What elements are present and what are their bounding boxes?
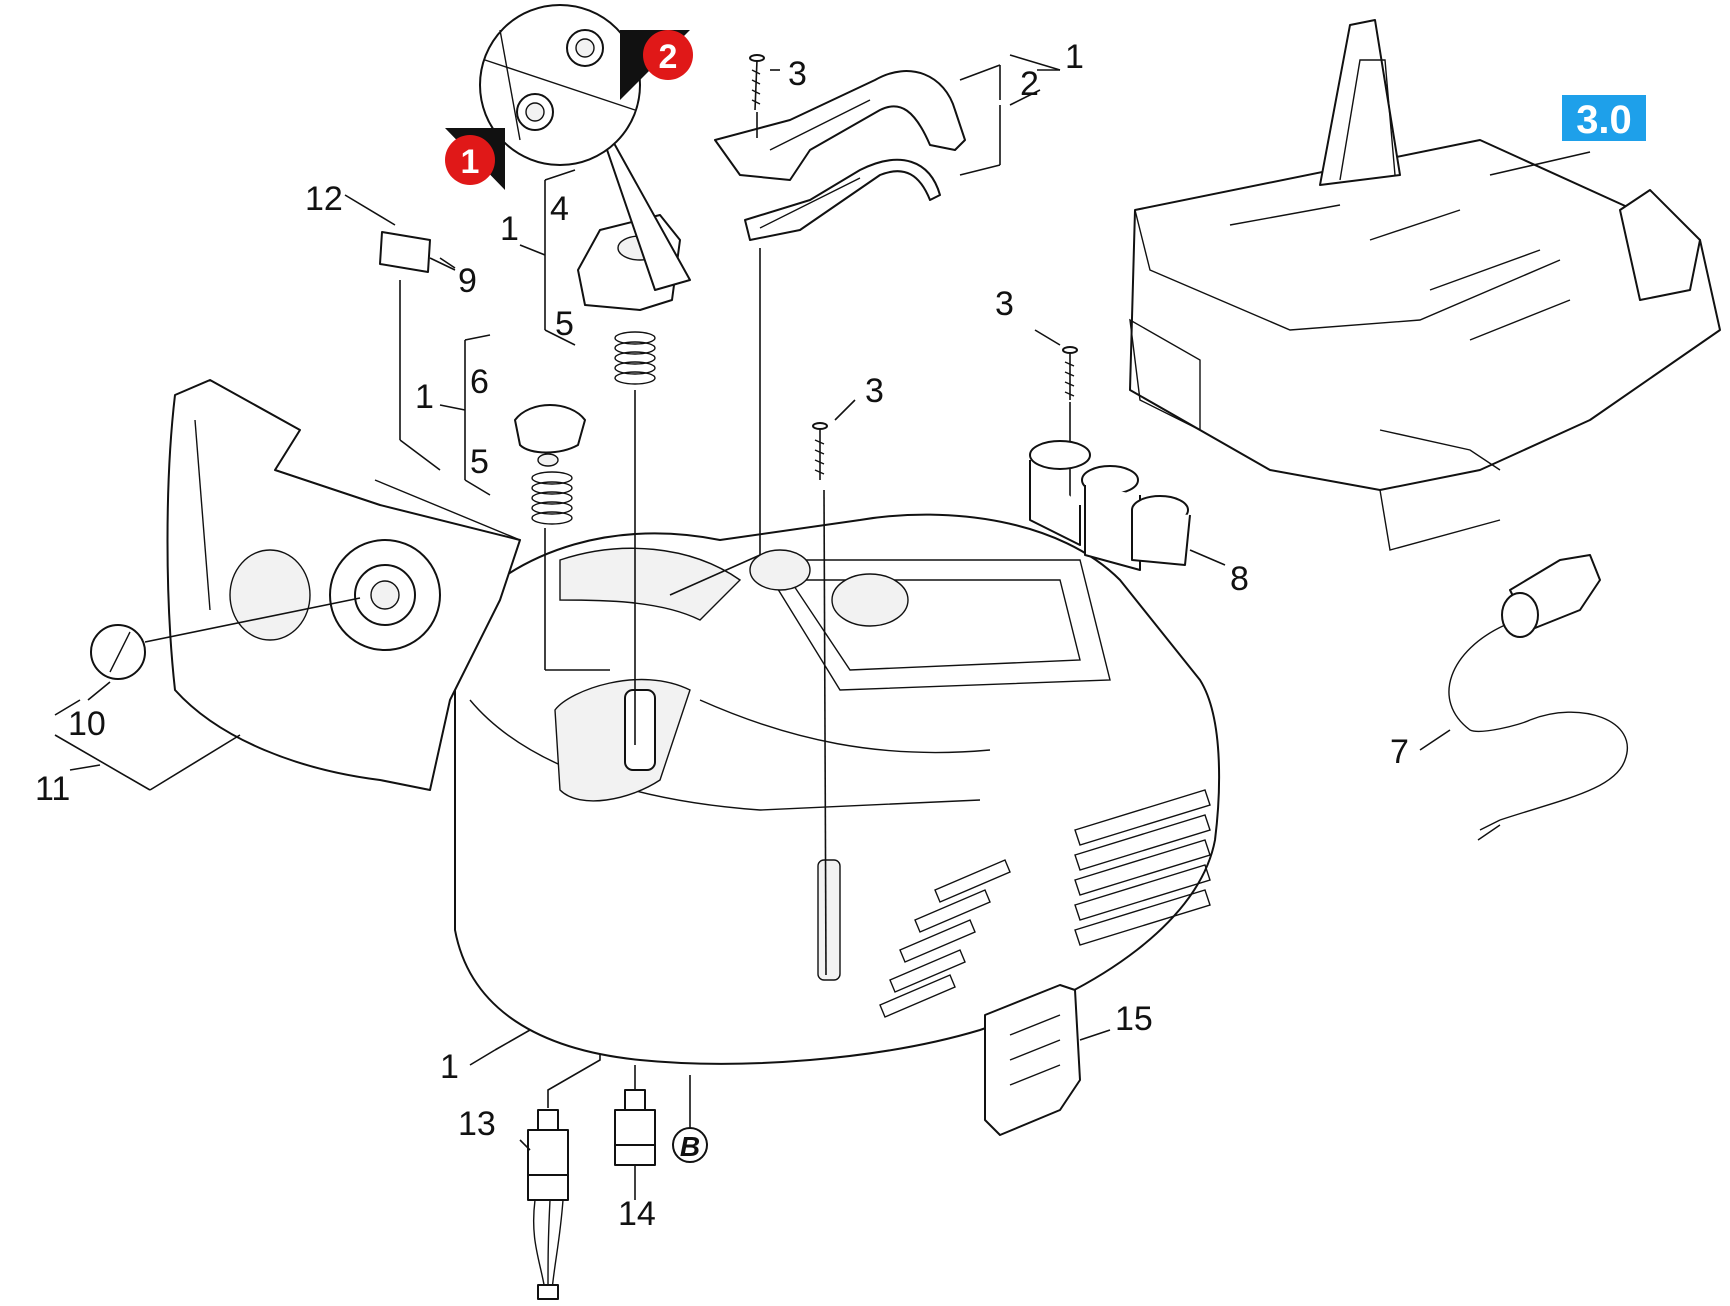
callout-badge-2-label: 2 xyxy=(659,38,678,76)
assembly-ref-label: 3.0 xyxy=(1576,98,1632,142)
top-handle xyxy=(669,70,966,596)
hose-holder xyxy=(1029,440,1191,571)
detail-bubble xyxy=(479,4,641,166)
side-cover xyxy=(984,984,1111,1136)
label-knob: 6 xyxy=(470,363,489,401)
screw-top xyxy=(749,54,765,138)
label-screw-top: 3 xyxy=(788,55,807,93)
dial-knob xyxy=(90,597,361,680)
accessory-tray xyxy=(1129,19,1721,551)
spring-upper xyxy=(614,331,656,745)
leader-lines xyxy=(54,54,1451,1151)
label-screw-right: 3 xyxy=(995,285,1014,323)
label-side-cover: 15 xyxy=(1115,1000,1153,1038)
wire-harness xyxy=(527,1055,601,1300)
label-top-1: 1 xyxy=(1065,38,1084,76)
main-housing xyxy=(454,513,1221,1065)
reference-b: B xyxy=(672,1075,708,1163)
callout-badge-1: 1 xyxy=(445,128,505,190)
label-bottom-1: 1 xyxy=(440,1048,459,1086)
label-wire-harness: 13 xyxy=(458,1105,496,1143)
callout-badge-2: 2 xyxy=(620,30,693,100)
label-plate: 12 xyxy=(305,180,343,218)
vent-slots-right xyxy=(1074,789,1211,946)
spring-lower xyxy=(531,471,610,671)
label-screw-small: 9 xyxy=(458,262,477,300)
assembly-ref-badge[interactable]: 3.0 xyxy=(1562,95,1646,142)
label-spring-upper: 5 xyxy=(555,305,574,343)
power-cable xyxy=(1448,554,1628,841)
label-power-cable: 7 xyxy=(1390,733,1409,771)
screw-right xyxy=(1062,346,1078,505)
screw-mid xyxy=(812,422,828,976)
label-bracket-left-1: 1 xyxy=(500,210,519,248)
label-connector: 14 xyxy=(618,1195,656,1233)
reference-b-label: B xyxy=(680,1131,700,1162)
part-number-labels: 1 2 3 3 3 4 1 5 6 1 5 12 9 8 7 10 11 1 1… xyxy=(35,38,1409,1233)
label-lever-cap: 4 xyxy=(550,190,569,228)
callout-badge-1-label: 1 xyxy=(461,143,480,181)
plate xyxy=(379,231,456,471)
front-panel xyxy=(166,379,521,791)
label-spring-lower: 5 xyxy=(470,443,489,481)
label-hose-holder: 8 xyxy=(1230,560,1249,598)
vent-slots-lower xyxy=(879,859,1011,1018)
label-top-2: 2 xyxy=(1020,65,1039,103)
label-bracket-mid-1: 1 xyxy=(415,378,434,416)
label-dial-knob: 10 xyxy=(68,705,106,743)
label-screw-mid: 3 xyxy=(865,372,884,410)
connector xyxy=(614,1065,656,1200)
knob xyxy=(514,404,586,467)
lever-cap xyxy=(577,99,691,311)
label-front-panel: 11 xyxy=(35,770,70,808)
